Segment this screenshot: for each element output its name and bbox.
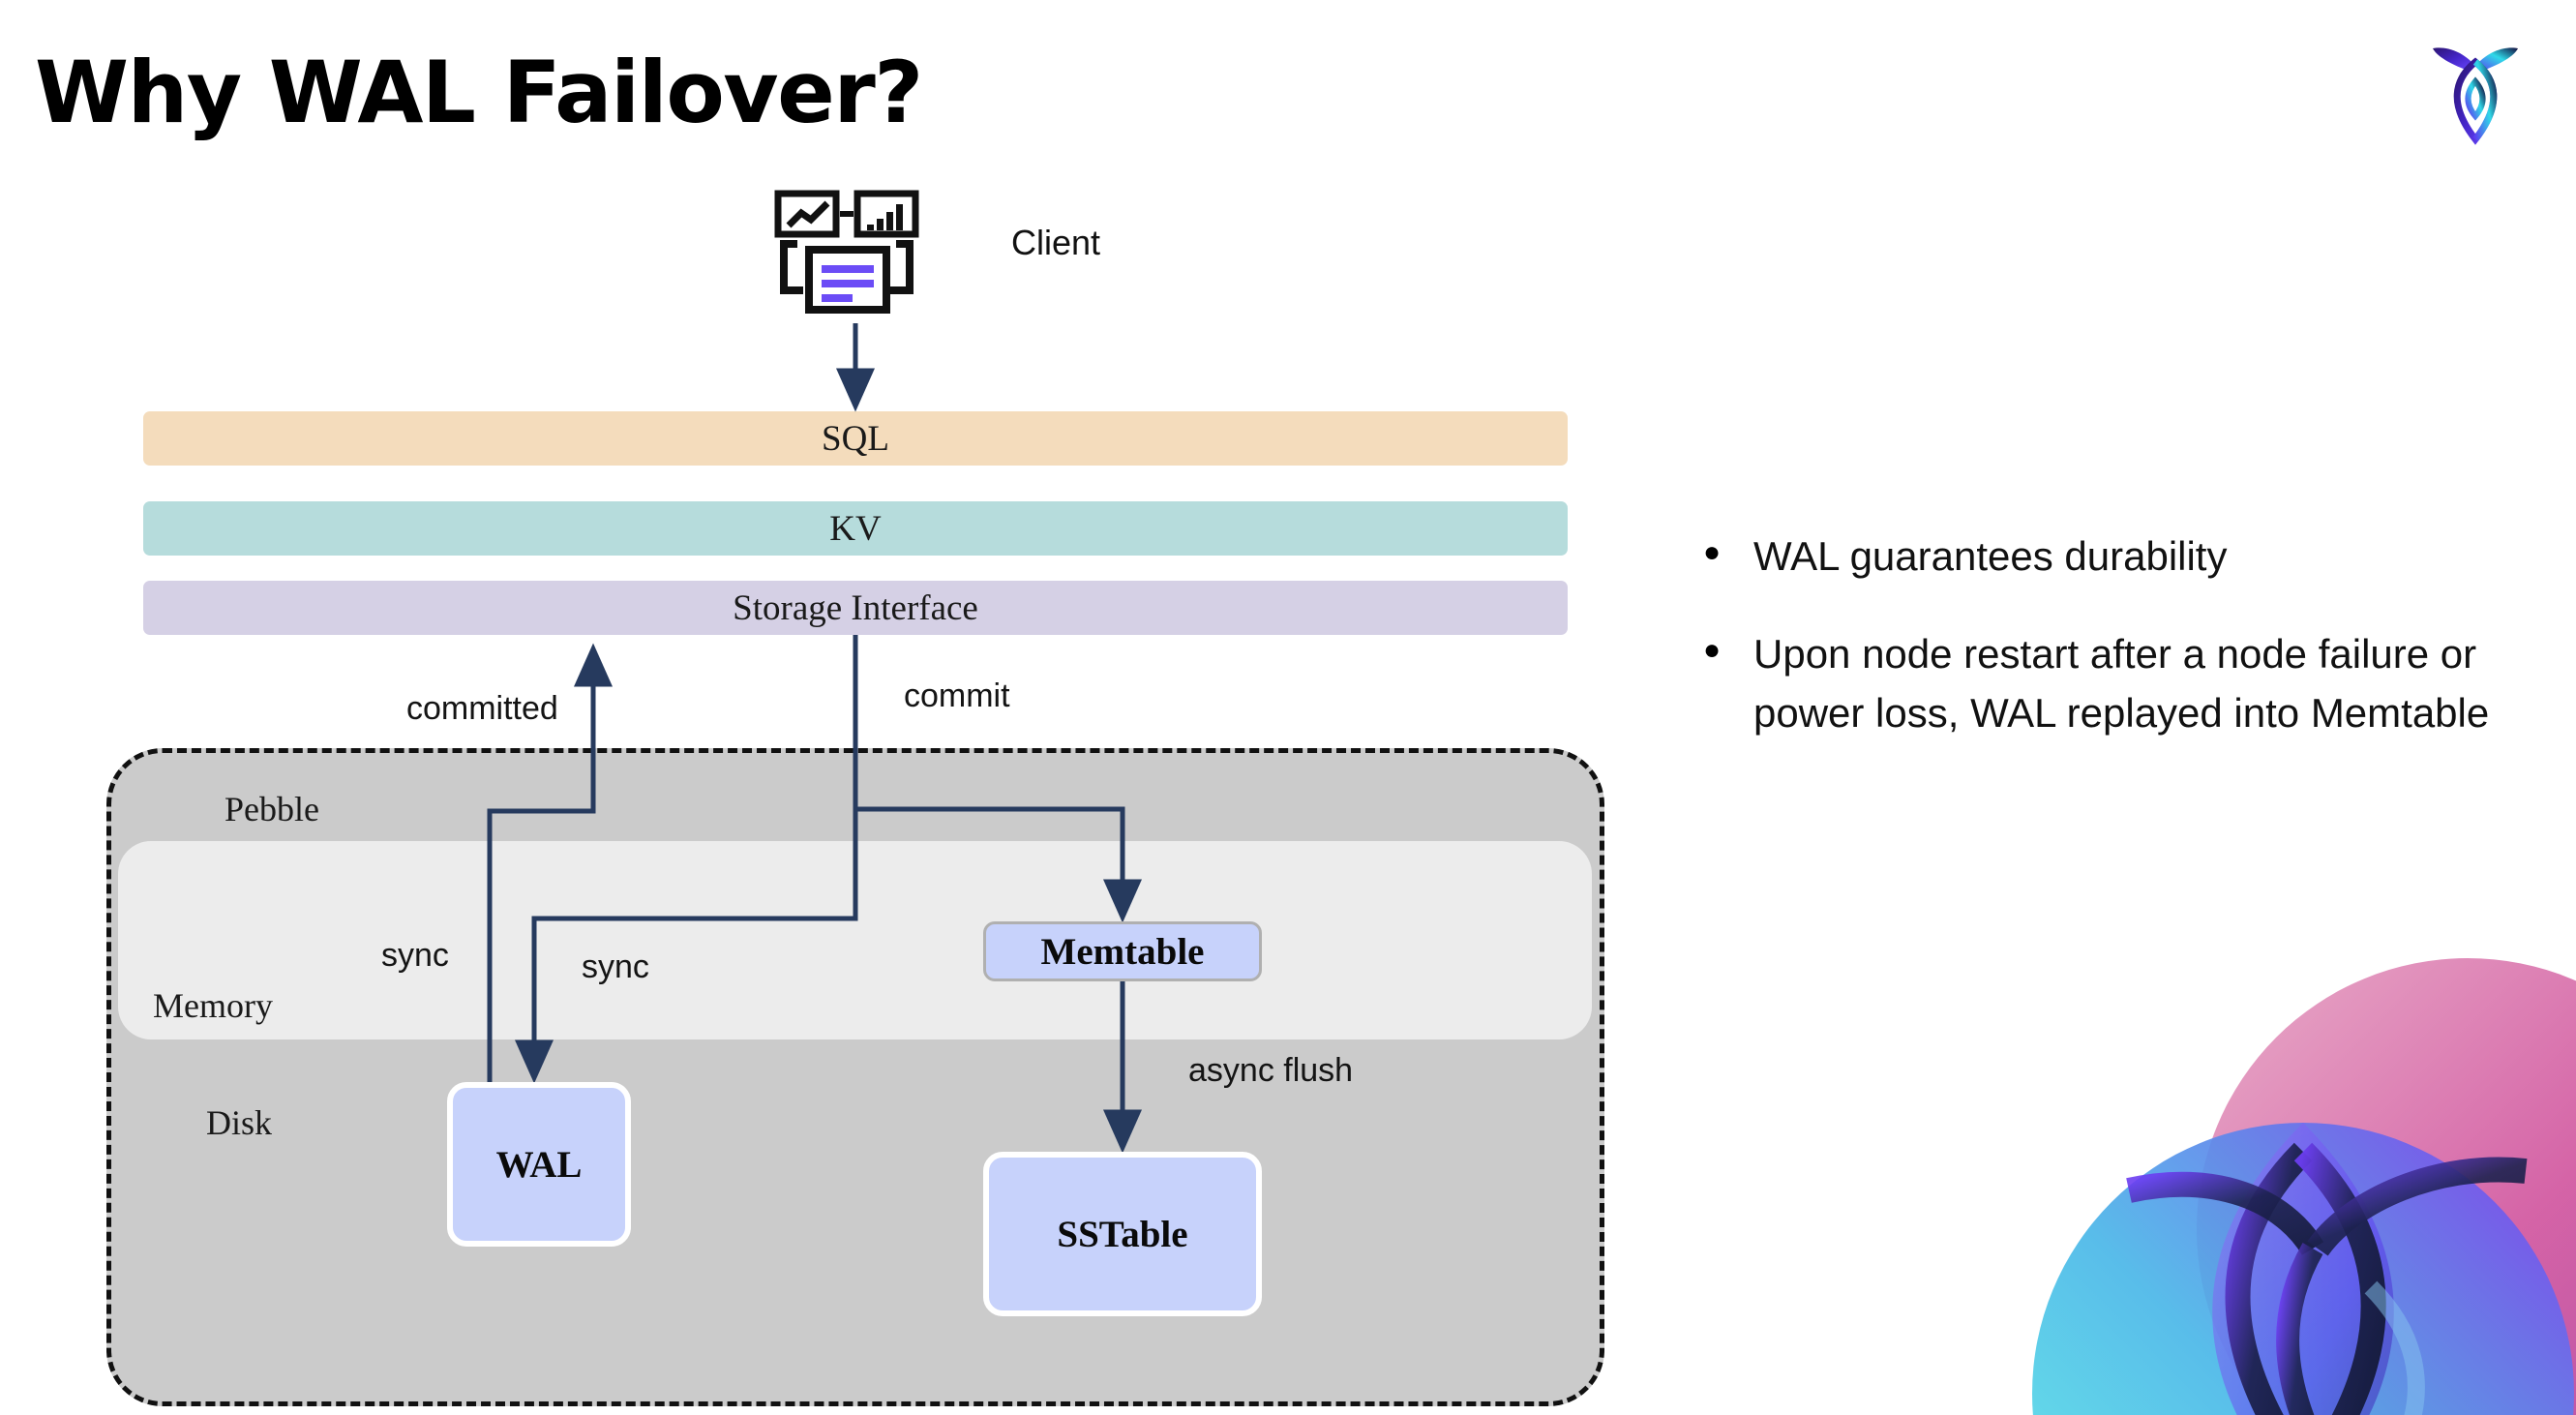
edge-label-async-flush: async flush	[1188, 1052, 1354, 1089]
layer-bar-sql-label: SQL	[822, 418, 889, 459]
edge-label-sync-2: sync	[582, 948, 649, 985]
edge-label-committed: committed	[406, 690, 558, 727]
client-dashboard-icon	[774, 190, 929, 321]
bullet-text: WAL guarantees durability	[1753, 533, 2228, 579]
layer-bar-sql: SQL	[143, 411, 1568, 466]
layer-bar-kv-label: KV	[829, 508, 882, 549]
node-memtable-label: Memtable	[1040, 930, 1205, 973]
list-item: ● WAL guarantees durability	[1703, 527, 2497, 587]
edge-label-sync-1: sync	[381, 937, 449, 974]
cockroachdb-logo	[2415, 33, 2535, 149]
bullet-text: Upon node restart after a node failure o…	[1753, 630, 2490, 736]
layer-bar-kv: KV	[143, 501, 1568, 556]
client-label: Client	[1011, 223, 1101, 262]
list-item: ● Upon node restart after a node failure…	[1703, 625, 2497, 743]
memory-label: Memory	[153, 986, 273, 1025]
layer-bar-storage-interface: Storage Interface	[143, 581, 1568, 635]
page-title: Why WAL Failover?	[35, 43, 923, 142]
node-wal-label: WAL	[495, 1143, 583, 1186]
node-sstable-label: SSTable	[1057, 1213, 1188, 1255]
node-sstable: SSTable	[983, 1152, 1262, 1316]
edge-label-commit: commit	[904, 677, 1010, 714]
disk-label: Disk	[206, 1103, 273, 1142]
bullet-marker: ●	[1703, 536, 1722, 568]
node-wal: WAL	[447, 1082, 631, 1247]
node-memtable: Memtable	[983, 921, 1262, 981]
layer-bar-storage-interface-label: Storage Interface	[733, 587, 978, 628]
bullet-marker: ●	[1703, 633, 1722, 666]
bullet-list: ● WAL guarantees durability ● Upon node …	[1703, 527, 2497, 782]
pebble-label: Pebble	[225, 790, 319, 828]
